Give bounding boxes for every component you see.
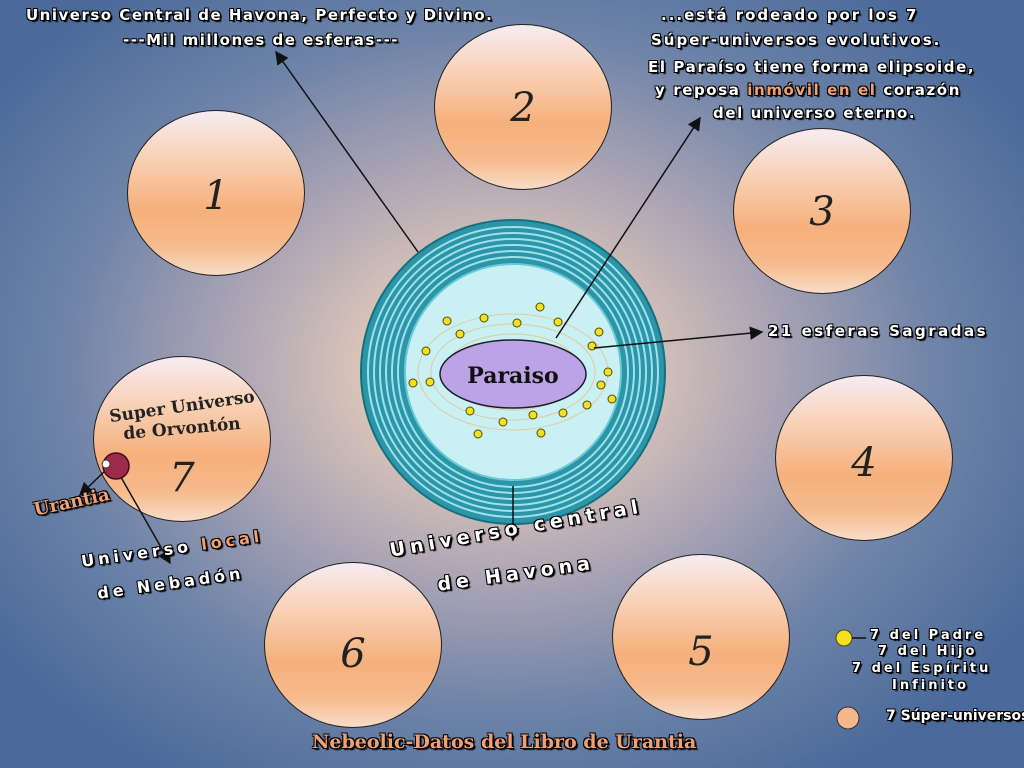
arrow-havona-title [275, 50, 419, 253]
sacred-spheres [408, 302, 617, 439]
paradise-note-line2-a: y reposa [655, 81, 748, 99]
superuniverse-3-number: 3 [809, 189, 835, 235]
urantia-planet-dot [101, 459, 111, 469]
sacred-sphere-dot [603, 367, 613, 377]
sacred-sphere-dot [498, 417, 508, 427]
sacred-spheres-label: 21 esferas Sagradas [768, 322, 989, 340]
sacred-sphere-dot [594, 327, 604, 337]
sacred-sphere-dot [455, 329, 465, 339]
superuniverses-line1: ...está rodeado por los 7 [661, 6, 919, 24]
arrow-paradise-note [555, 116, 701, 339]
legend-line4: Infinito [892, 678, 970, 693]
superuniverse-2-number: 2 [510, 85, 536, 131]
superuniverse-4: 4 [775, 375, 953, 541]
legend-line2: 7 del Hijo [878, 644, 978, 659]
paradise-note-highlight: inmóvil en el [747, 81, 877, 99]
paradise-ellipse [439, 339, 587, 409]
superuniverses-line2: Súper-universos evolutivos. [651, 31, 942, 49]
sacred-sphere-dot [607, 394, 617, 404]
paradise-note-line2: y reposa inmóvil en el corazón [655, 81, 961, 99]
sacred-sphere-dot [596, 380, 606, 390]
sacred-sphere-dot [408, 378, 418, 388]
sacred-sphere-dot [442, 316, 452, 326]
superuniverse-1-number: 1 [203, 173, 229, 219]
paradise-note-line2-c: corazón [876, 81, 961, 99]
sacred-sphere-dot [425, 377, 435, 387]
sacred-sphere-dot [479, 313, 489, 323]
sacred-sphere-dot [536, 428, 546, 438]
superuniverse-5-number: 5 [688, 629, 714, 675]
paradise-note-line3: del universo eterno. [713, 104, 917, 122]
havona-title-line1: Universo Central de Havona, Perfecto y D… [26, 6, 494, 24]
sacred-sphere-dot [558, 408, 568, 418]
arrow-local-universe [117, 471, 171, 565]
sacred-sphere-dot [421, 346, 431, 356]
footer-credit: Nebeolic-Datos del Libro de Urantia [312, 731, 697, 753]
superuniverse-6-number: 6 [340, 631, 366, 677]
legend-line1: 7 del Padre [870, 628, 987, 643]
sacred-sphere-dot [465, 406, 475, 416]
sacred-sphere-dot [582, 400, 592, 410]
superuniverse-2: 2 [434, 24, 612, 190]
superuniverse-4-number: 4 [851, 440, 877, 486]
sacred-sphere-dot [528, 410, 538, 420]
legend-sphere-label: 7 Súper-universos [886, 708, 1024, 724]
legend-sacred-dot-icon [835, 629, 853, 647]
superuniverse-3: 3 [733, 128, 911, 294]
arrow-sacred-spheres [593, 326, 764, 349]
sacred-sphere-dot [535, 302, 545, 312]
superuniverse-1: 1 [127, 110, 305, 276]
legend-sphere-icon [836, 706, 860, 730]
legend-line3: 7 del Espíritu [852, 661, 992, 676]
superuniverse-5: 5 [612, 554, 790, 720]
arrow-urantia [78, 467, 109, 497]
paradise-note-line1: El Paraíso tiene forma elipsoide, [648, 58, 976, 76]
superuniverse-7-number: 7 [169, 455, 195, 501]
paradise-label: Paraiso [467, 363, 558, 389]
sacred-sphere-dot [512, 318, 522, 328]
havona-title-line2: ---Mil millones de esferas--- [123, 31, 400, 49]
superuniverse-7-orvonton: Super Universo de Orvontón 7 [93, 356, 271, 522]
superuniverse-6: 6 [264, 562, 442, 728]
sacred-sphere-dot [553, 317, 563, 327]
sacred-sphere-dot [473, 429, 483, 439]
